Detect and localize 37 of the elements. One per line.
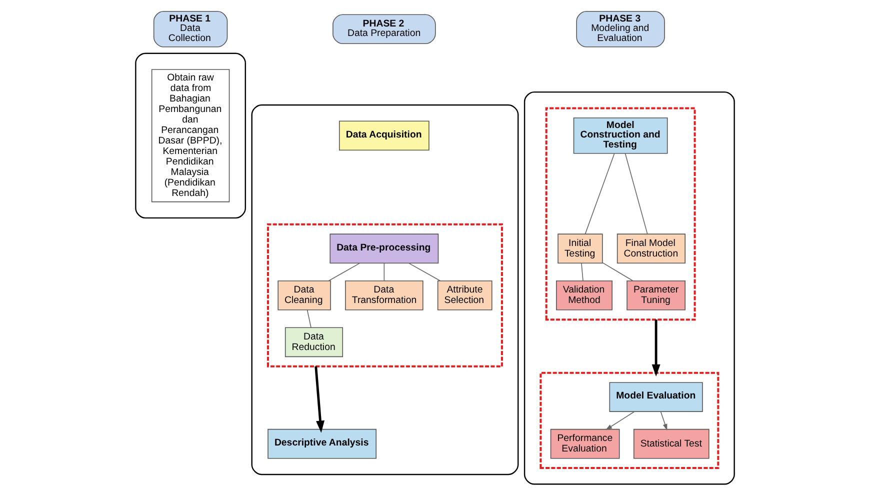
cluster xyxy=(544,107,696,321)
connector xyxy=(624,153,648,234)
connector xyxy=(602,262,633,282)
node-box: Model Evaluation xyxy=(608,382,702,412)
cluster xyxy=(266,223,502,368)
node-box: Initial Testing xyxy=(557,234,602,264)
node-box: Data Reduction xyxy=(284,327,343,358)
cluster xyxy=(539,372,719,470)
node-box: Model Construction and Testing xyxy=(572,117,668,154)
connector xyxy=(306,310,311,328)
node-box: Final Model Construction xyxy=(616,234,685,264)
arrow xyxy=(314,366,324,433)
connector xyxy=(383,262,384,282)
node-box: PHASE 3 Modeling and Evaluation xyxy=(576,10,664,48)
node-box: Parameter Tuning xyxy=(626,280,685,310)
node-box: Performance Evaluation xyxy=(550,428,620,459)
cluster xyxy=(250,104,518,476)
connector xyxy=(408,262,440,282)
node-box: Data Pre-processing xyxy=(329,234,438,264)
node-box: Attribute Selection xyxy=(436,280,492,310)
cluster xyxy=(134,52,246,219)
arrow xyxy=(660,411,667,430)
cluster xyxy=(523,91,734,485)
node-box: Descriptive Analysis xyxy=(267,428,376,459)
arrow xyxy=(605,411,634,430)
node-box: Obtain raw data from Bahagian Pembangunan dan Perancangan Dasar (BPPD), Kementerian Pendidikan Malaysia (Pendidikan Rendah) xyxy=(150,69,230,202)
node-box: Data Transformation xyxy=(344,280,423,310)
node-box: Statistical Test xyxy=(632,428,709,459)
connector xyxy=(584,153,614,234)
node-box: Data Acquisition xyxy=(338,120,429,151)
node-box: PHASE 2 Data Preparation xyxy=(332,14,436,44)
node-box: Data Cleaning xyxy=(277,280,330,310)
arrow xyxy=(651,320,660,376)
node-box: Validation Method xyxy=(556,280,612,310)
connector xyxy=(328,262,360,282)
node-box: PHASE 1 Data Collection xyxy=(152,10,228,48)
connector xyxy=(580,262,583,282)
